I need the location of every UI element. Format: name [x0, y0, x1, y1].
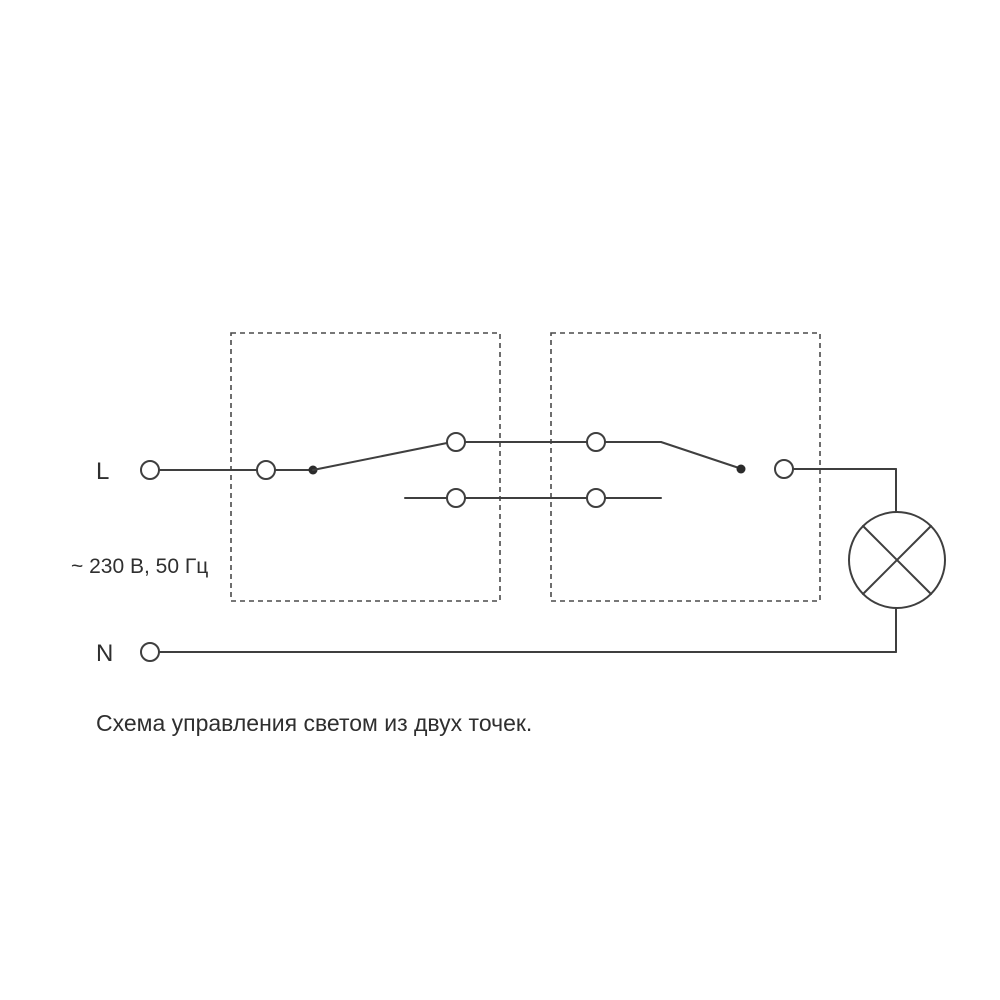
diagram-caption: Схема управления светом из двух точек.: [96, 710, 532, 736]
phase-label: L: [96, 458, 109, 485]
traveler-upper-left-terminal: [446, 432, 466, 452]
traveler-lower-right-terminal: [586, 488, 606, 508]
switch-2-pivot-dot: [736, 464, 746, 474]
traveler-upper-right-terminal: [586, 432, 606, 452]
switch-box-2-outline: [550, 332, 821, 602]
traveler-lower-left-terminal: [446, 488, 466, 508]
phase-terminal: [140, 460, 160, 480]
voltage-label: ~ 230 В, 50 Гц: [71, 555, 208, 578]
lamp-icon: [848, 511, 946, 609]
switch-2-common-terminal: [774, 459, 794, 479]
switch-1-common-terminal: [256, 460, 276, 480]
switch-box-1-outline: [230, 332, 501, 602]
neutral-terminal: [140, 642, 160, 662]
switch-2-lever: [660, 441, 740, 469]
neutral-label: N: [96, 640, 113, 667]
switch-1-lever: [312, 442, 448, 471]
